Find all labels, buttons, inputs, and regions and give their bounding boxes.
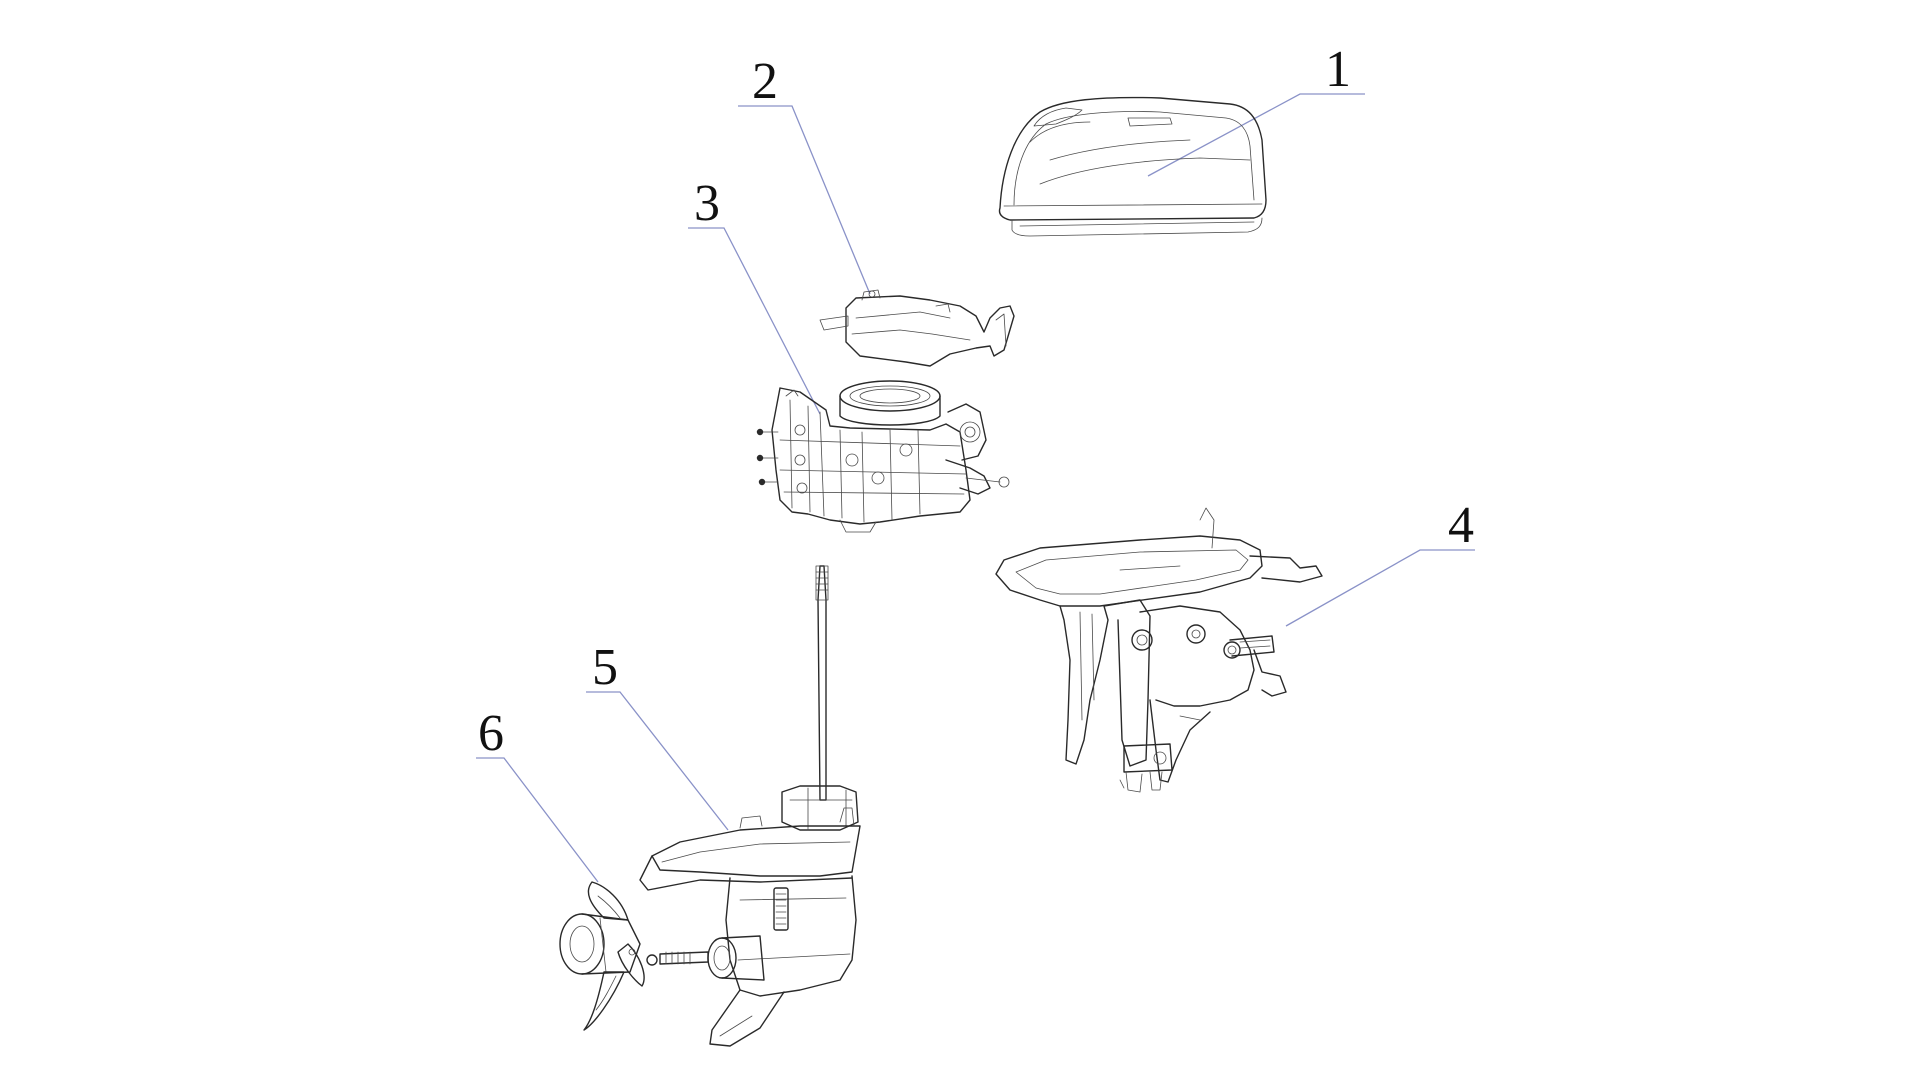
leader-line-2 — [738, 105, 871, 295]
callout-number-3: 3 — [694, 175, 720, 232]
leader-line-1 — [1147, 93, 1365, 177]
powerhead-engine-icon[interactable] — [756, 380, 1010, 533]
callout-number-4: 4 — [1448, 497, 1474, 554]
leader-line-3 — [688, 227, 821, 415]
callout-1: 1 — [1147, 41, 1365, 177]
recoil-starter-icon[interactable] — [819, 289, 1015, 367]
callout-number-1: 1 — [1325, 41, 1351, 98]
callout-4: 4 — [1285, 497, 1475, 627]
callout-5: 5 — [586, 639, 729, 831]
leader-line-6 — [476, 757, 599, 883]
bracket-midsection-icon[interactable] — [995, 507, 1323, 793]
callout-number-2: 2 — [752, 53, 778, 110]
lower-unit-gearcase-icon[interactable] — [639, 565, 861, 1047]
leader-line-4 — [1285, 549, 1475, 627]
propeller-icon[interactable] — [559, 881, 645, 1031]
leader-line-5 — [586, 691, 729, 831]
top-cowling-icon[interactable] — [998, 96, 1267, 237]
callout-2: 2 — [738, 53, 871, 295]
callout-3: 3 — [688, 175, 821, 415]
callout-number-5: 5 — [592, 639, 618, 696]
callout-number-6: 6 — [478, 705, 504, 762]
callout-6: 6 — [476, 705, 599, 883]
